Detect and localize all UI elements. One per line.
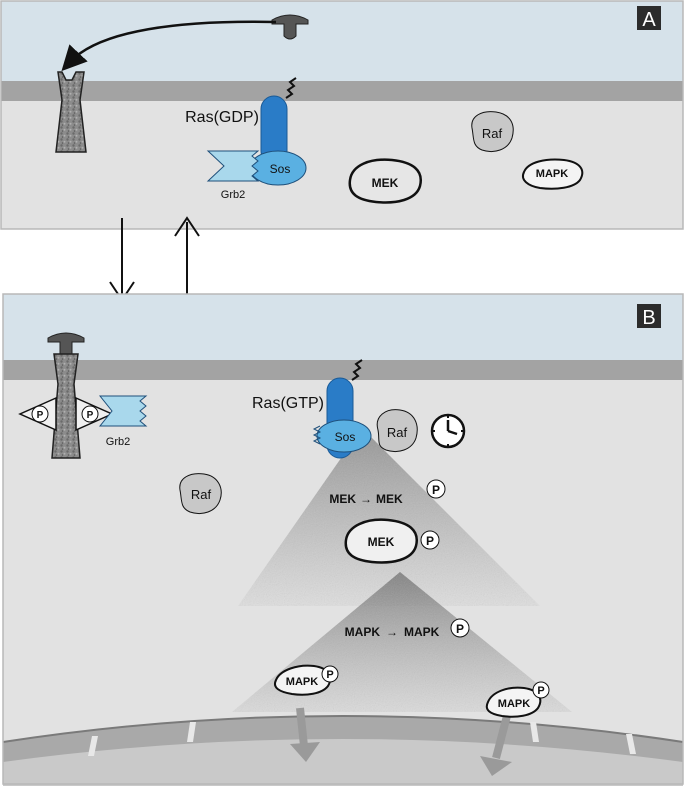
nuclear-import-arrow-right <box>492 710 512 760</box>
sos-grb2-interface <box>312 425 322 445</box>
plasma-membrane <box>3 360 683 380</box>
phospho-circle <box>450 618 470 638</box>
clock-icon <box>430 413 466 449</box>
extracellular-space <box>3 294 683 360</box>
phospho-circle <box>426 479 446 499</box>
p-label: P <box>426 534 434 548</box>
p-label: P <box>326 669 333 681</box>
grb2-protein <box>206 150 260 182</box>
grb2-label: Grb2 <box>106 436 130 448</box>
mapk-reaction-arrow: → <box>386 625 398 639</box>
sos-label: Sos <box>335 430 356 444</box>
raf-free-label: Raf <box>191 487 212 502</box>
p-label: P <box>87 410 94 421</box>
ras-lipid-anchor <box>285 77 297 99</box>
nuclear-envelope-edge <box>2 715 684 743</box>
nuclear-pore <box>187 722 196 742</box>
nucleus <box>3 739 683 786</box>
mapk-right-label: MAPK <box>498 698 530 710</box>
mapk-left-label: MAPK <box>286 676 318 688</box>
mek-kinase-phosphorylated <box>344 518 419 564</box>
panel-a-label-box <box>637 6 661 30</box>
panel-b-border <box>2 293 684 785</box>
sos-label: Sos <box>270 162 291 176</box>
mek-reaction-right: MEK <box>376 492 403 506</box>
panel-a-label: A <box>642 9 656 31</box>
ras-gdp-label: Ras(GDP) <box>185 109 259 126</box>
plasma-membrane <box>1 81 683 101</box>
raf-bound-label: Raf <box>387 425 408 440</box>
mek-reaction-left: MEK <box>329 492 356 506</box>
panel-a-border <box>0 0 684 230</box>
phospho-circle <box>321 665 339 683</box>
ras-gtp-label: Ras(GTP) <box>252 395 324 412</box>
mapk-reaction-left: MAPK <box>345 625 381 639</box>
raf-label: Raf <box>482 126 503 141</box>
phospho-circle <box>420 530 440 550</box>
ligand-binding-arrow <box>61 20 277 72</box>
p-label: P <box>537 685 544 697</box>
raf-kinase-bound <box>376 409 418 452</box>
extracellular-space <box>1 1 683 81</box>
nuclear-pore <box>88 736 98 756</box>
grb2-protein <box>98 395 148 427</box>
phospho-circle <box>532 681 550 699</box>
p-label: P <box>432 483 440 497</box>
mek-reaction-arrow: → <box>360 492 372 506</box>
cytoplasm <box>1 101 683 229</box>
panel-a: A Ras(GDP) Sos Grb2 MEK Raf MAPK <box>0 0 684 230</box>
nuclear-import-arrowhead-left <box>290 742 320 762</box>
panel-b-label-box <box>637 304 661 328</box>
nuclear-import-arrowhead-right <box>480 756 512 776</box>
phospho-circle <box>31 405 49 423</box>
raf-kinase-free <box>179 473 222 514</box>
mek-label: MEK <box>368 535 395 549</box>
mapk-reaction-right: MAPK <box>404 625 440 639</box>
receptor-active <box>51 353 81 459</box>
p-label: P <box>37 410 44 421</box>
ligand <box>271 14 309 40</box>
panel-b: B P P Grb2 Ras(GTP) Sos Raf <box>2 293 684 786</box>
mek-activation-cone-grain <box>238 428 540 606</box>
p-label: P <box>456 622 464 636</box>
nuclear-import-arrow-left <box>296 707 308 747</box>
grb2-label: Grb2 <box>221 189 245 201</box>
nuclear-pore <box>530 722 539 742</box>
mek-kinase <box>348 158 423 204</box>
mapk-kinase <box>522 158 584 190</box>
mapk-kinase-phosphorylated-right <box>485 686 542 718</box>
panel-b-label: B <box>642 307 655 329</box>
nuclear-pore <box>626 734 636 754</box>
phospho-circle <box>81 405 99 423</box>
receptor-inactive <box>55 71 87 153</box>
ras-lipid-anchor <box>351 359 363 381</box>
mapk-kinase-phosphorylated-left <box>274 664 332 696</box>
raf-kinase <box>471 111 514 152</box>
mapk-label: MAPK <box>536 168 568 180</box>
arrow-up-head <box>174 216 200 237</box>
mek-label: MEK <box>372 176 399 190</box>
